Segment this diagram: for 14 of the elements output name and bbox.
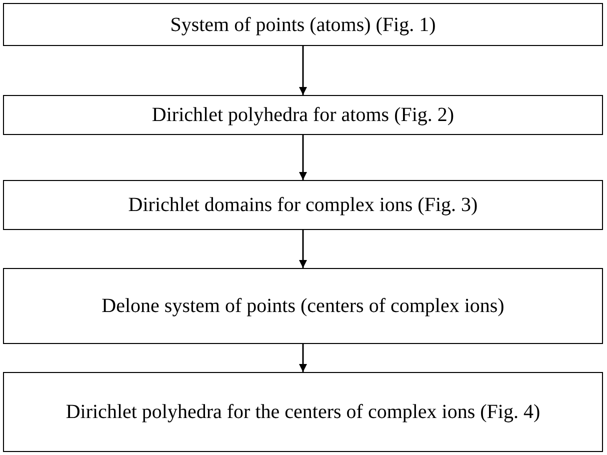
box-text: System of points (atoms) (Fig. 1)	[170, 12, 436, 36]
process-box	[3, 95, 603, 135]
process-box	[3, 180, 603, 230]
arrow	[299, 344, 307, 372]
arrow	[299, 135, 307, 180]
box-text: Delone system of points (centers of complex ions)	[102, 294, 504, 318]
arrow	[299, 230, 307, 268]
process-box	[3, 372, 603, 452]
process-box	[3, 3, 603, 46]
arrow	[299, 46, 307, 95]
box-text: Dirichlet polyhedra for atoms (Fig. 2)	[152, 103, 454, 127]
process-box	[3, 268, 603, 344]
box-text: Dirichlet domains for complex ions (Fig. 3)	[128, 193, 478, 217]
box-text: Dirichlet polyhedra for the centers of complex ions (Fig. 4)	[66, 400, 540, 424]
